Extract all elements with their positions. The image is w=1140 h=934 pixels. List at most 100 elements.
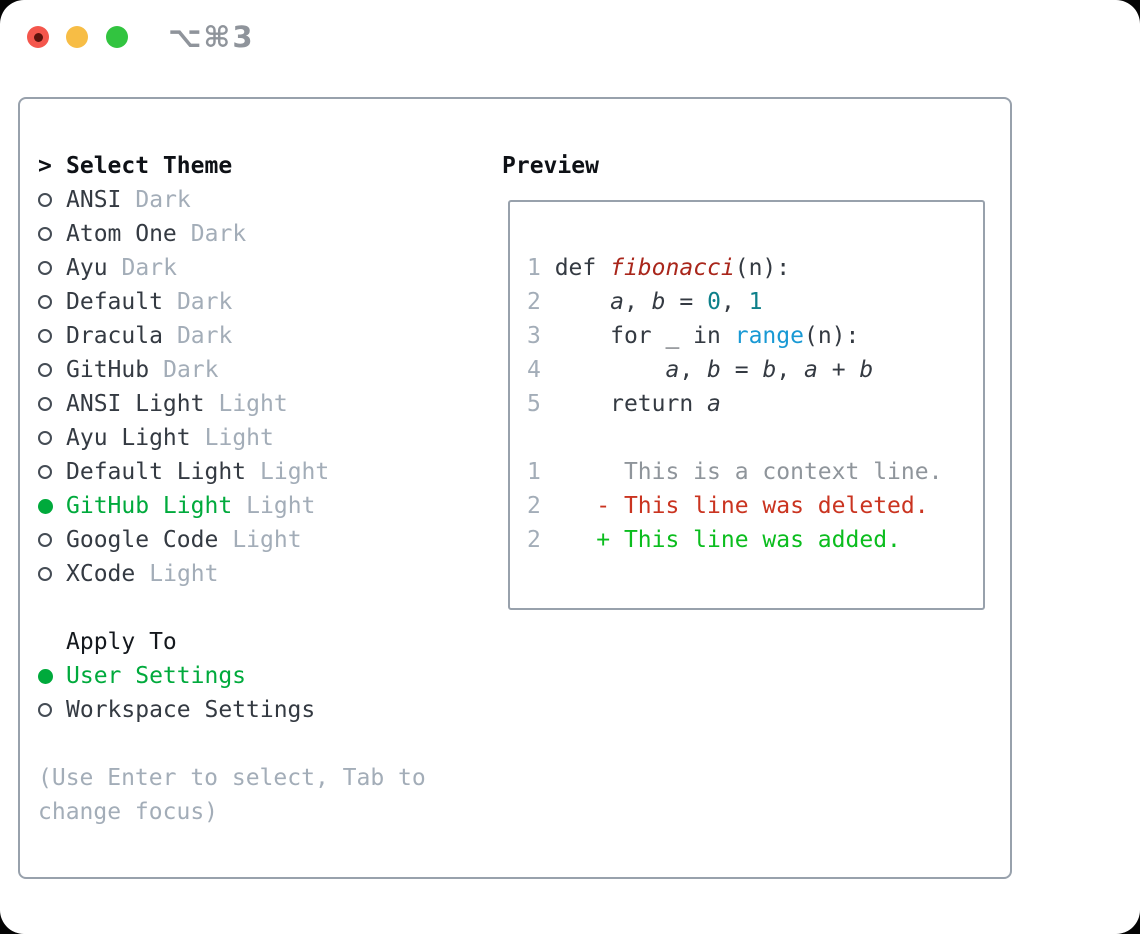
- code-segment-var: a: [665, 357, 680, 383]
- radio-icon: [38, 465, 52, 479]
- spacer: [38, 727, 426, 761]
- code-segment-code: ,: [679, 357, 708, 383]
- option-variant: Light: [149, 561, 219, 587]
- theme-option[interactable]: ANSI Dark: [38, 183, 426, 217]
- code-segment-code: for _ in: [540, 323, 735, 349]
- line-number: 3: [527, 323, 541, 349]
- option-label: GitHub Light: [66, 493, 233, 519]
- preview-heading: Preview: [502, 153, 599, 179]
- theme-option[interactable]: XCode Light: [38, 557, 426, 591]
- radio-icon: [38, 261, 52, 275]
- theme-option[interactable]: Default Light Light: [38, 455, 426, 489]
- option-label: ANSI: [66, 187, 122, 213]
- hint-text-line2: change focus): [38, 799, 219, 825]
- code-segment-code: (n):: [803, 323, 860, 349]
- option-variant: Light: [204, 425, 274, 451]
- code-segment-code: [541, 493, 596, 519]
- apply-option[interactable]: Workspace Settings: [38, 693, 426, 727]
- option-variant: Dark: [176, 289, 233, 315]
- code-segment-func: fibonacci: [610, 255, 735, 281]
- radio-icon: [38, 431, 52, 445]
- option-variant: Dark: [190, 221, 247, 247]
- code-segment-numlit: 1: [748, 289, 763, 315]
- zoom-button[interactable]: [106, 26, 128, 48]
- preview-box: 1 def fibonacci(n): 2 a, b = 0, 1 3 for …: [508, 200, 985, 610]
- line-number: 5: [527, 391, 541, 417]
- option-label: Workspace Settings: [66, 697, 316, 723]
- code-segment-var: b: [707, 357, 721, 383]
- code-segment-code: ,: [776, 357, 805, 383]
- option-label: Dracula: [66, 323, 163, 349]
- option-label: Ayu: [66, 255, 108, 281]
- code-segment-code: [541, 357, 666, 383]
- option-variant: Light: [246, 493, 316, 519]
- apply-to-label: Apply To: [66, 629, 177, 655]
- code-segment-code: def: [540, 255, 611, 281]
- radio-icon: [38, 397, 52, 411]
- option-label: Google Code: [66, 527, 219, 553]
- radio-icon: [38, 567, 52, 581]
- apply-option[interactable]: User Settings: [38, 659, 426, 693]
- option-label: Default: [66, 289, 163, 315]
- option-label: XCode: [66, 561, 136, 587]
- code-segment-numlit: 0: [707, 289, 721, 315]
- theme-option[interactable]: Default Dark: [38, 285, 426, 319]
- code-segment-var: b: [762, 357, 777, 383]
- close-dot-icon: [33, 32, 43, 42]
- radio-icon: [38, 363, 52, 377]
- radio-icon: [38, 329, 52, 343]
- option-label: Default Light: [66, 459, 247, 485]
- cursor-prefix: >: [38, 153, 52, 179]
- radio-icon: [38, 533, 52, 547]
- hint-text-line1: (Use Enter to select, Tab to: [38, 765, 426, 791]
- window-title: ⌥⌘3: [168, 20, 255, 54]
- code-segment-code: (n):: [734, 255, 791, 281]
- line-number: 1: [527, 255, 541, 281]
- radio-icon: [38, 295, 52, 309]
- line-number: 4: [527, 357, 541, 383]
- apply-to-heading: Apply To: [38, 625, 426, 659]
- line-number: 2: [527, 527, 541, 553]
- option-variant: Dark: [135, 187, 191, 213]
- code-segment-code: [541, 289, 610, 315]
- radio-selected-icon: [38, 668, 53, 684]
- theme-option[interactable]: Dracula Dark: [38, 319, 426, 353]
- radio-icon: [38, 193, 52, 207]
- select-theme-label: Select Theme: [66, 153, 233, 179]
- radio-icon: [38, 703, 52, 717]
- radio-icon: [38, 227, 52, 241]
- code-segment-code: return: [540, 391, 708, 417]
- code-segment-var: a: [707, 391, 721, 417]
- close-button[interactable]: [27, 26, 49, 48]
- minimize-button[interactable]: [66, 26, 88, 48]
- theme-option[interactable]: Ayu Light Light: [38, 421, 426, 455]
- option-label: Ayu Light: [66, 425, 191, 451]
- code-segment-del: - This line was deleted.: [596, 493, 929, 519]
- code-segment-var: b: [859, 357, 874, 383]
- option-label: User Settings: [66, 663, 247, 689]
- option-variant: Dark: [176, 323, 233, 349]
- option-variant: Light: [260, 459, 330, 485]
- theme-option[interactable]: GitHub Light Light: [38, 489, 426, 523]
- code-block: 1 def fibonacci(n): 2 a, b = 0, 1 3 for …: [510, 202, 983, 557]
- radio-selected-icon: [38, 498, 53, 514]
- code-segment-var: a: [610, 289, 624, 315]
- code-segment-var: a: [804, 357, 818, 383]
- line-number: 2: [527, 493, 541, 519]
- line-number: 2: [527, 289, 541, 315]
- code-segment-add: + This line was added.: [596, 527, 901, 553]
- select-theme-heading: > Select Theme: [38, 149, 426, 183]
- option-label: ANSI Light: [66, 391, 205, 417]
- code-segment-builtin: range: [734, 323, 804, 349]
- option-label: GitHub: [66, 357, 150, 383]
- code-segment-ctx: This is a context line.: [540, 459, 943, 485]
